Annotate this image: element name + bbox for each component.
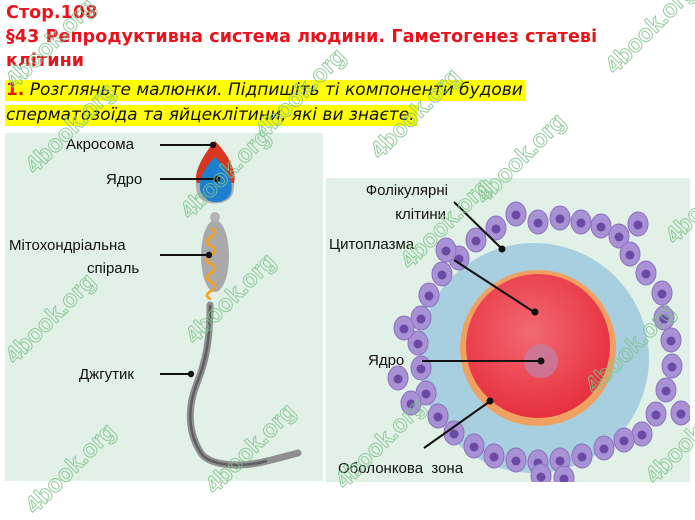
label-egg-nucleus: Ядро <box>368 352 405 369</box>
sperm-figure: Акросома Ядро Мітохондріальна спіраль Дж… <box>5 133 323 481</box>
sperm-illustration <box>160 141 302 469</box>
egg-illustration <box>387 201 690 482</box>
label-mitochondrial-line2: спіраль <box>87 260 140 277</box>
section-title-line2: клітини <box>6 51 85 71</box>
label-sperm-nucleus: Ядро <box>106 171 143 188</box>
task-text-2: сперматозоїда та яйцеклітини, які ви зна… <box>6 105 415 125</box>
task-text-1: Розгляньте малюнки. Підпишіть ті компоне… <box>29 80 523 100</box>
section-title-line1: §43 Репродуктивна система людини. Гамето… <box>6 27 598 47</box>
label-mitochondrial-line1: Мітохондріальна <box>9 237 126 254</box>
task-number: 1. <box>6 80 25 100</box>
label-flagellum: Джгутик <box>79 366 134 383</box>
egg-figure: Фолікулярні клітини Цитоплазма Ядро Обол… <box>326 178 690 482</box>
label-cytoplasm: Цитоплазма <box>329 236 415 253</box>
watermark: 4book.org <box>599 0 695 80</box>
task-line1: 1. Розгляньте малюнки. Підпишіть ті комп… <box>5 80 525 101</box>
label-follicular-line1: Фолікулярні <box>365 182 448 199</box>
label-follicular-line2: клітини <box>395 206 446 223</box>
task-line2: сперматозоїда та яйцеклітини, які ви зна… <box>5 105 417 126</box>
label-zona: Оболонкова зона <box>338 460 464 477</box>
page-number: Стор.108 <box>6 3 98 23</box>
label-acrosome: Акросома <box>66 136 134 153</box>
